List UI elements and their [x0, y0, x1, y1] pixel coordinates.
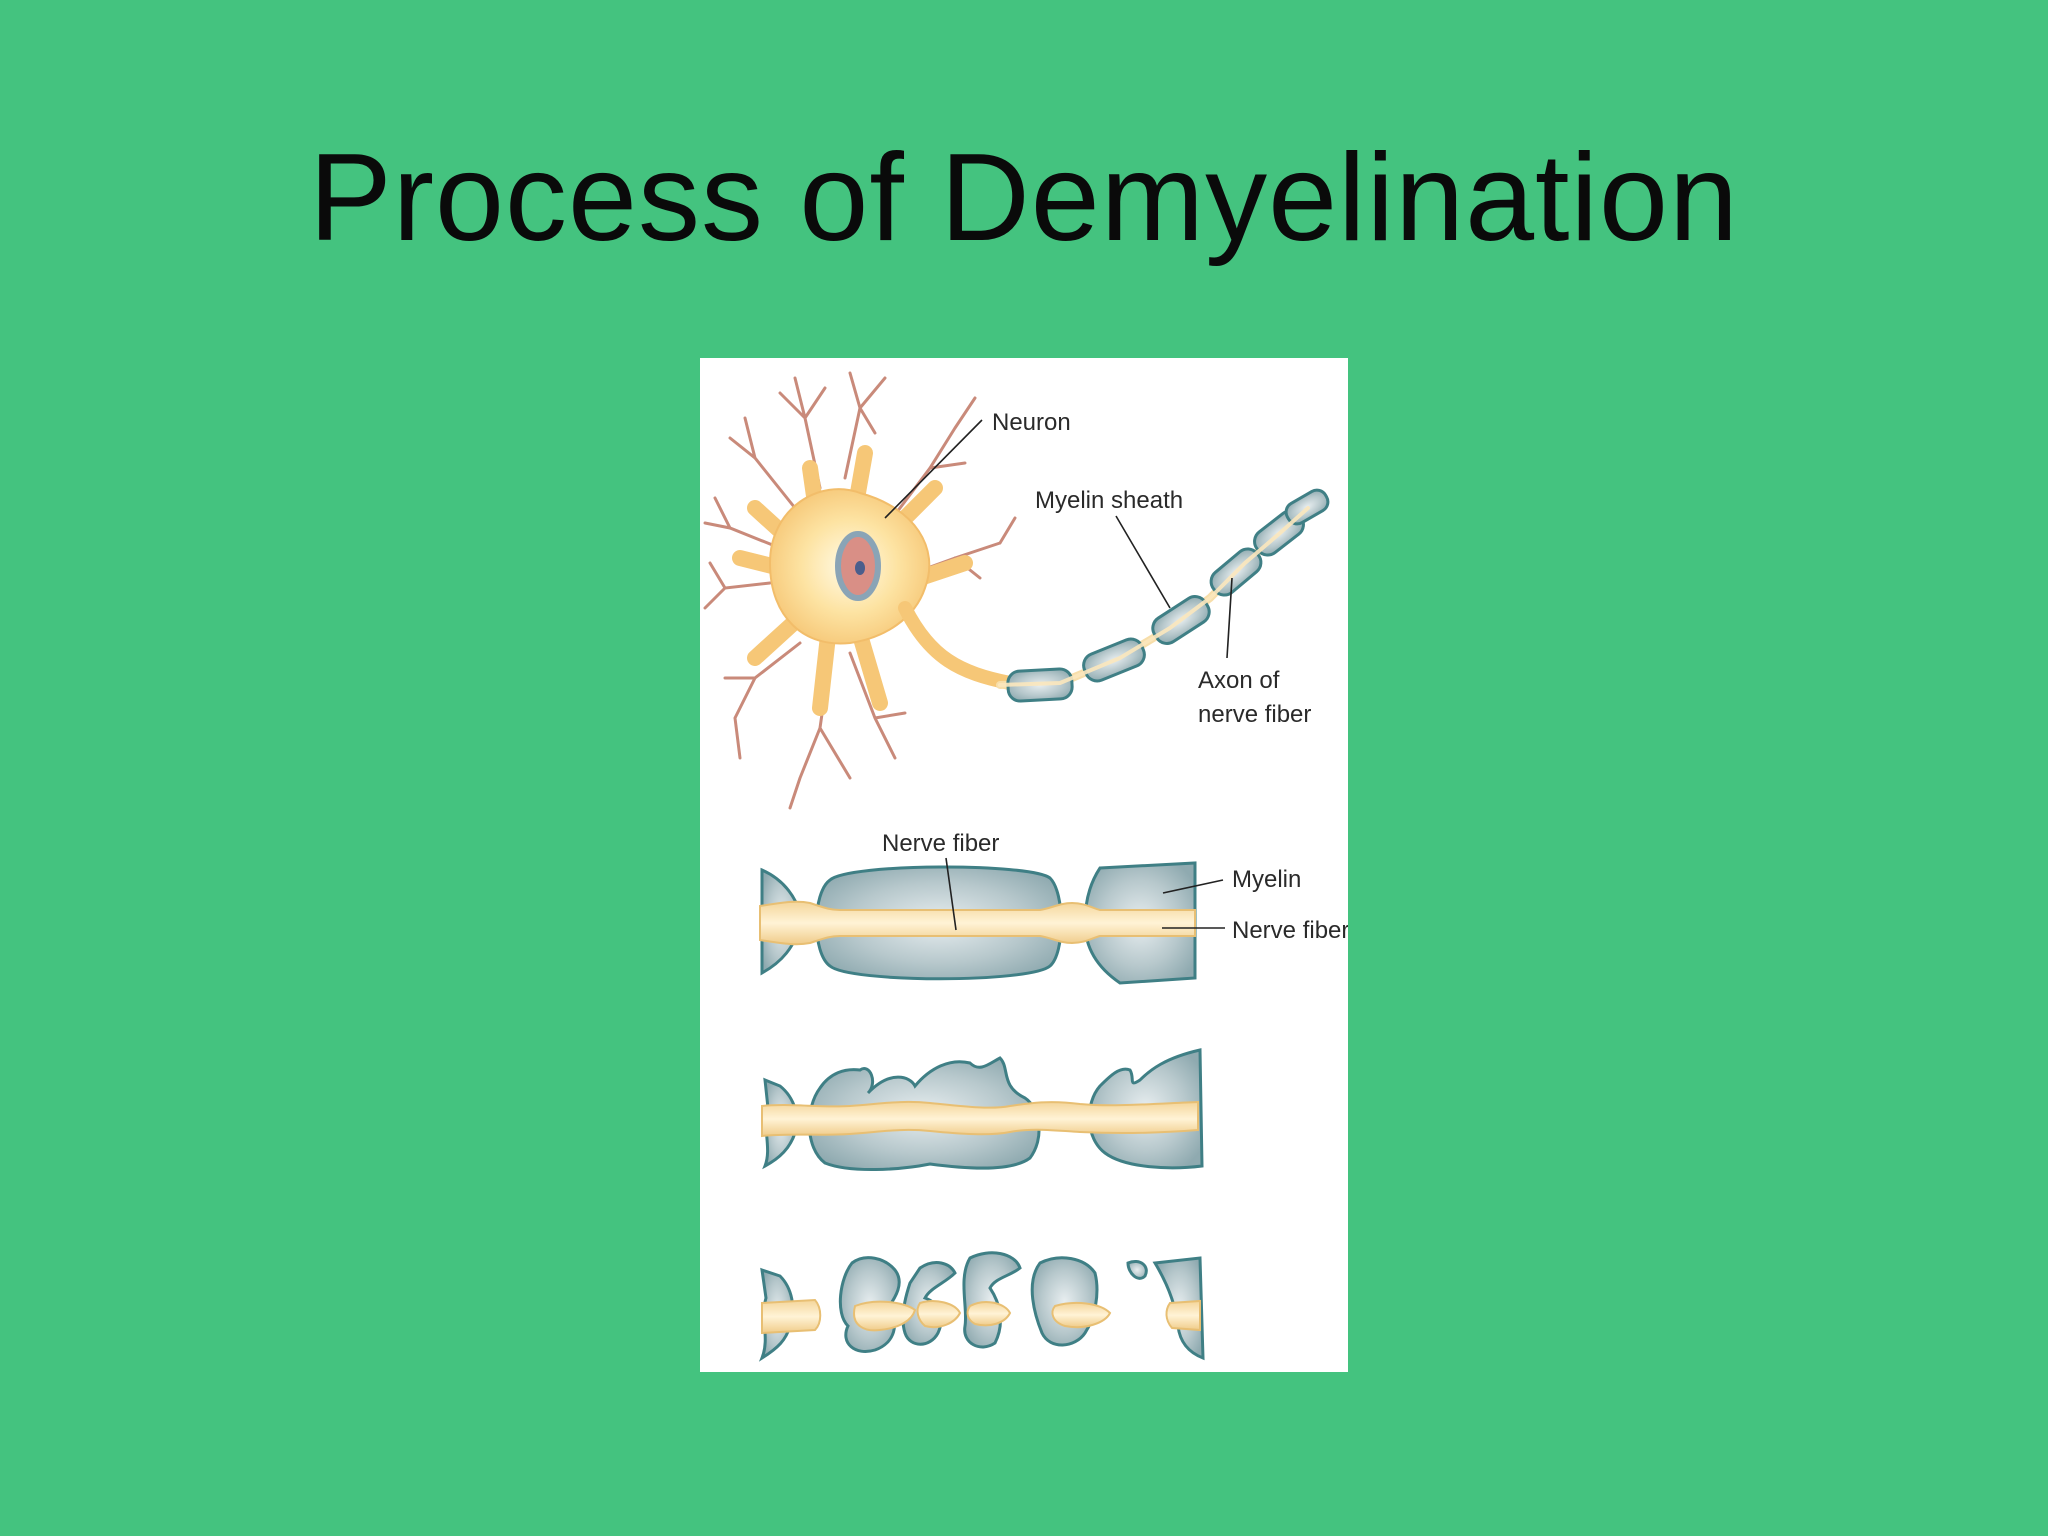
leader-lines-top — [884, 419, 1233, 659]
neuron-illustration — [703, 371, 1017, 810]
label-nerve-fiber-right: Nerve fiber — [1232, 917, 1348, 944]
myelin-segments — [1006, 488, 1330, 703]
nerve-fiber-healthy — [759, 900, 1196, 946]
nerve-fiber-exposed — [761, 1100, 1199, 1138]
label-axon-line2: nerve fiber — [1198, 701, 1311, 728]
axon-hillock — [898, 601, 1017, 690]
label-neuron: Neuron — [992, 409, 1071, 436]
nucleolus — [855, 561, 865, 575]
partially-demyelinated-fiber — [761, 1048, 1204, 1172]
severely-demyelinated-fiber — [758, 1251, 1205, 1362]
dendrites — [703, 371, 1017, 810]
demyelination-figure: Neuron Myelin sheath Axon of nerve fiber… — [700, 358, 1348, 1372]
label-myelin-sheath: Myelin sheath — [1035, 487, 1183, 514]
slide-title: Process of Demyelination — [309, 129, 1739, 267]
leader-lines-healthy — [945, 857, 1225, 931]
healthy-nerve-fiber — [759, 861, 1197, 985]
axon-fragments — [761, 1298, 1201, 1335]
myelinated-axon — [996, 488, 1330, 703]
label-myelin: Myelin — [1232, 866, 1301, 893]
label-nerve-fiber-top: Nerve fiber — [882, 830, 999, 857]
label-axon-line1: Axon of — [1198, 667, 1280, 694]
